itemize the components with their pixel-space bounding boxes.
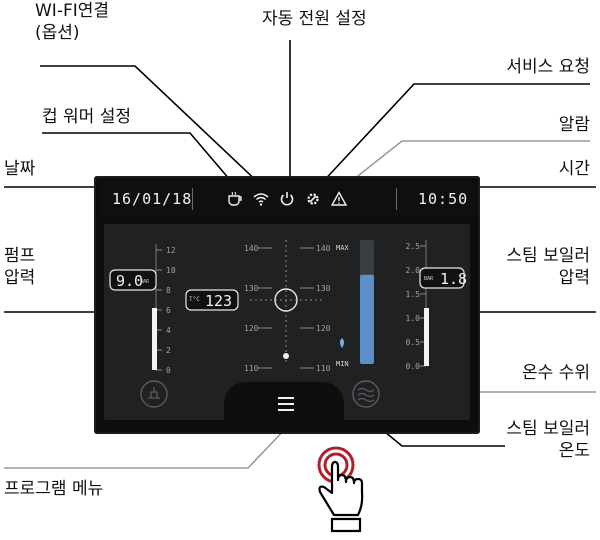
status-divider-right (396, 188, 397, 210)
program-menu-label: 프로그램 메뉴 (4, 479, 104, 499)
steam-temp-label-line1: 스팀 보일러 (506, 419, 590, 439)
steam-scale-label: 1.0 (406, 314, 421, 323)
pump-label-line1: 펌프 (4, 246, 36, 266)
steam-level-bar (424, 308, 429, 366)
wifi-label-line1: WI-FI연결 (35, 1, 110, 21)
pump-value-box (109, 269, 157, 291)
temperature-scale-label-left: 130 (244, 284, 259, 293)
pump-unit: BAR (140, 279, 150, 285)
steam-scale-label: 1.5 (406, 290, 421, 299)
machine-display: 16/01/18 10:50 12 10 8 6 4 2 0 9.0 (94, 176, 480, 434)
pump-scale-label: 2 (166, 346, 171, 355)
temperature-needle (283, 353, 289, 359)
pump-scale-label: 6 (166, 306, 171, 315)
steam-scale-label: 2.5 (406, 242, 421, 251)
level-min-label: MIN (336, 360, 349, 368)
temperature-scale-label-right: 140 (316, 244, 331, 253)
steam-temp-callout: 스팀 보일러 온도 (506, 418, 590, 462)
time-label: 시간 (558, 159, 590, 179)
wifi-icon[interactable] (252, 190, 270, 208)
group-head-icon[interactable] (140, 380, 168, 408)
power-icon[interactable] (278, 190, 296, 208)
temperature-gauge: 140 130 120 110 140 130 120 110 T°C 123 (185, 240, 331, 373)
pump-callout: 펌프 압력 (4, 245, 35, 289)
steam-pressure-label-line2: 압력 (558, 268, 590, 288)
wifi-label-line2: (옵션) (35, 23, 80, 43)
alarm-label: 알람 (558, 115, 590, 135)
temperature-value: 123 (205, 292, 232, 310)
steam-scale-label: 0.0 (406, 362, 421, 371)
service-icon[interactable] (304, 190, 322, 208)
service-label: 서비스 요청 (506, 57, 590, 77)
date-readout: 16/01/18 (112, 190, 193, 208)
pump-level-bar (152, 308, 157, 370)
hamburger-menu-icon[interactable] (278, 397, 294, 411)
steam-pressure-label-line1: 스팀 보일러 (506, 246, 590, 266)
wifi-callout: WI-FI연결 (옵션) (35, 0, 109, 44)
water-level-gauge: MAX MIN (336, 240, 374, 368)
status-divider-left (192, 188, 193, 210)
steam-value: 1.8 (440, 270, 467, 288)
steam-scale-label: 0.5 (406, 338, 421, 347)
temperature-crosshair-ring (274, 288, 298, 312)
water-fill (360, 274, 374, 364)
pump-label-line2: 압력 (4, 268, 36, 288)
date-label: 날짜 (4, 159, 36, 179)
time-readout: 10:50 (418, 190, 469, 208)
steam-scale-label: 2.0 (406, 266, 421, 275)
cup-warmer-icon[interactable] (226, 190, 244, 208)
steam-wave-icon[interactable] (352, 380, 380, 408)
steam-temp-label-line2: 온도 (558, 441, 590, 461)
water-level-label: 온수 수위 (522, 363, 590, 383)
auto-power-label: 자동 전원 설정 (262, 9, 367, 29)
pump-scale-label: 8 (166, 286, 171, 295)
temperature-scale-label-right: 120 (316, 324, 331, 333)
temperature-scale-label-left: 110 (244, 364, 259, 373)
status-bar: 16/01/18 10:50 (100, 182, 474, 216)
pump-scale-label: 0 (166, 366, 171, 375)
alarm-icon[interactable] (330, 190, 348, 208)
pump-scale-label: 4 (166, 326, 171, 335)
temperature-value-box (185, 289, 239, 311)
gauge-panel: 12 10 8 6 4 2 0 9.0 BAR 140 130 120 110 140 130 120… (104, 224, 470, 420)
pump-gauge: 12 10 8 6 4 2 0 9.0 BAR (109, 244, 176, 375)
temperature-scale-label-right: 110 (316, 364, 331, 373)
menu-tab (224, 382, 344, 430)
temperature-unit: T°C (189, 296, 200, 303)
steam-pressure-callout: 스팀 보일러 압력 (506, 245, 590, 289)
pump-scale-label: 10 (166, 266, 176, 275)
service-leader (317, 83, 590, 188)
temperature-scale-label-right: 130 (316, 284, 331, 293)
pump-value: 9.0 (116, 272, 143, 290)
water-drop-icon (340, 338, 344, 348)
temperature-scale-label-left: 120 (244, 324, 259, 333)
gauges: 12 10 8 6 4 2 0 9.0 BAR 140 130 120 110 140 130 120… (109, 240, 467, 408)
cup-warmer-label: 컵 워머 설정 (42, 107, 132, 127)
steam-value-box (419, 267, 465, 289)
level-max-label: MAX (336, 244, 349, 252)
pump-scale-label: 12 (166, 246, 176, 255)
steam-unit: BAR (424, 276, 434, 282)
steam-pressure-gauge: 2.5 2.0 1.5 1.0 0.5 0.0 BAR 1.8 (406, 240, 467, 371)
temperature-scale-label-left: 140 (244, 244, 259, 253)
tap-hand-icon (317, 446, 364, 533)
